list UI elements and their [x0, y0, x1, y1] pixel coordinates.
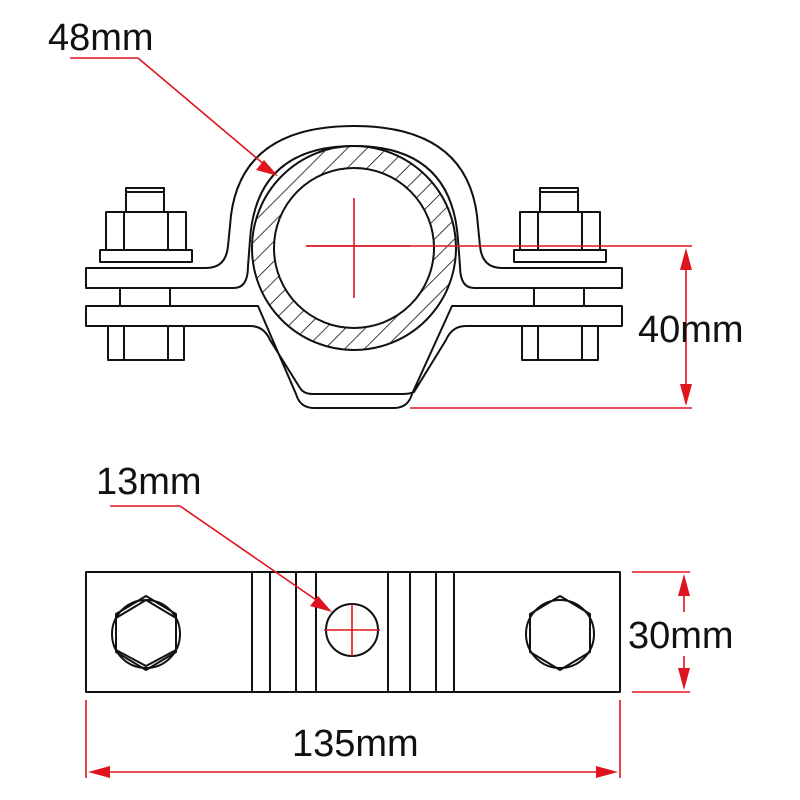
upper-strap: [85, 125, 623, 289]
left-hex-nut: [111, 595, 181, 671]
hole-diameter-dimension: 13mm: [96, 461, 332, 612]
plate-width-dimension: 30mm: [628, 571, 734, 693]
hole-diameter-label: 13mm: [96, 461, 202, 503]
clamp-plan-view: 13mm 30mm 135mm: [85, 461, 734, 778]
plate-length-dimension: 135mm: [85, 700, 621, 778]
clamp-height-dimension: 40mm: [306, 245, 744, 409]
left-bolt-assembly: [99, 187, 193, 361]
clamp-side-view: 48mm 40mm: [48, 17, 744, 409]
tube-diameter-dimension: 48mm: [48, 17, 278, 176]
tube-diameter-label: 48mm: [48, 17, 154, 59]
clamp-height-label: 40mm: [638, 309, 744, 351]
right-hex-nut: [525, 595, 595, 671]
plate-length-label: 135mm: [292, 723, 419, 765]
right-bolt-assembly: [513, 187, 607, 361]
lower-strap: [85, 305, 623, 409]
plate-width-label: 30mm: [628, 615, 734, 657]
